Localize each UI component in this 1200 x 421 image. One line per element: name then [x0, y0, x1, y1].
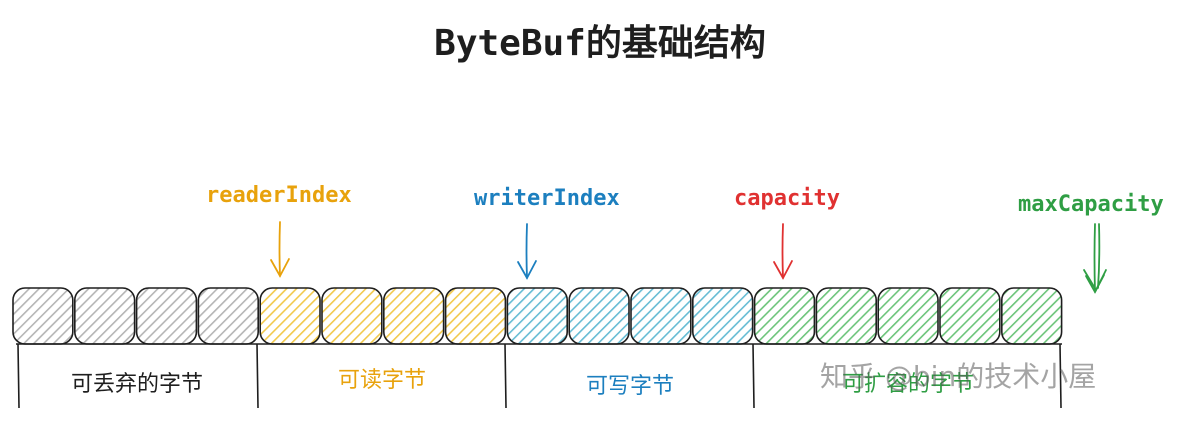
watermark: 知乎 @bin的技术小屋 — [820, 360, 1097, 393]
byte-cell — [12, 287, 74, 345]
segment-divider — [504, 343, 507, 409]
byte-cell — [382, 287, 445, 345]
readable-bytes-label: 可读字节 — [337, 368, 426, 393]
byte-cell — [691, 287, 754, 345]
byte-cell — [74, 287, 136, 345]
segment-divider — [256, 343, 259, 409]
discardable-bytes-label: 可丢弃的字节 — [70, 372, 203, 397]
segment-divider — [1059, 343, 1062, 409]
byte-cell — [877, 287, 939, 345]
capacity-label: capacity — [734, 186, 840, 211]
segment-divider — [17, 343, 20, 409]
byte-cell — [506, 287, 568, 345]
reader-index-arrow — [270, 221, 290, 278]
byte-cell — [321, 287, 383, 345]
byte-cell — [1000, 287, 1063, 345]
byte-cell — [444, 287, 507, 345]
max-capacity-arrow — [1083, 223, 1107, 294]
byte-cell — [259, 287, 321, 345]
byte-cell — [815, 287, 878, 345]
byte-cell — [630, 287, 692, 345]
writer-index-label: writerIndex — [474, 186, 620, 211]
byte-cell — [939, 287, 1001, 345]
byte-cell — [753, 287, 816, 345]
diagram-title: ByteBuf的基础结构 — [434, 23, 766, 64]
writer-index-arrow — [517, 223, 537, 280]
reader-index-label: readerIndex — [206, 183, 352, 208]
byte-cell — [135, 287, 198, 345]
writable-bytes-label: 可写字节 — [585, 374, 674, 399]
byte-cell — [197, 287, 259, 345]
max-capacity-label: maxCapacity — [1018, 192, 1164, 217]
expandable-bytes-label: 可扩容的字节 — [841, 372, 974, 397]
capacity-arrow — [773, 223, 793, 280]
byte-cell — [568, 287, 630, 345]
segment-divider — [752, 343, 755, 409]
